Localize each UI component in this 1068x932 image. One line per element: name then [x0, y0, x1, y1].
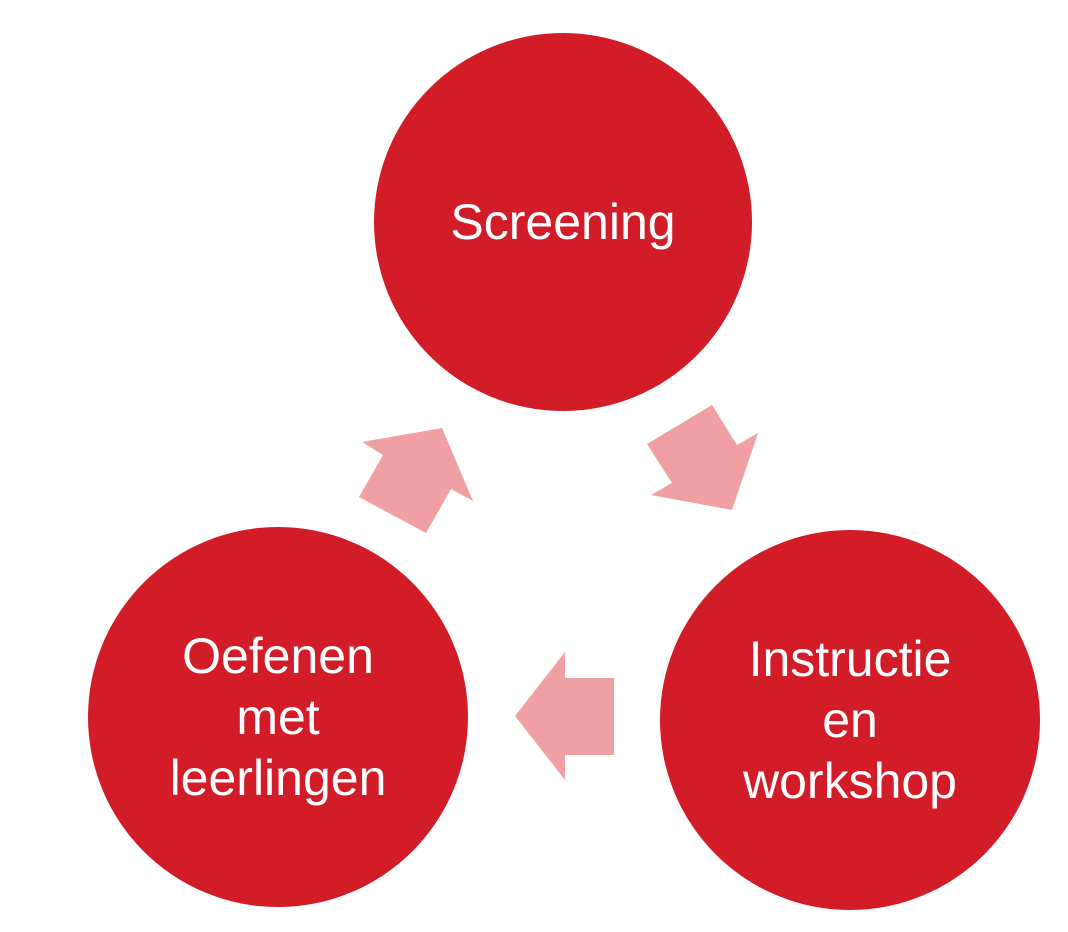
- node-oefenen-line-2: met: [236, 688, 320, 745]
- node-screening-line-1: Screening: [450, 193, 676, 250]
- node-oefenen-line-3: leerlingen: [169, 749, 387, 806]
- arrow-oefenen-to-screening: [359, 428, 473, 533]
- arrow-instructie-to-oefenen: [515, 652, 614, 780]
- node-oefenen-met-leerlingen: Oefenen met leerlingen: [88, 527, 468, 907]
- node-instructie-text: Instructie en workshop: [743, 629, 957, 812]
- node-oefenen-text: Oefenen met leerlingen: [170, 626, 387, 809]
- node-instructie-line-3: workshop: [743, 752, 957, 809]
- node-oefenen-line-1: Oefenen: [182, 627, 374, 684]
- arrow-screening-to-instructie: [647, 405, 758, 510]
- node-screening-text: Screening: [450, 192, 675, 253]
- node-instructie-line-2: en: [822, 691, 878, 748]
- node-instructie-line-1: Instructie: [748, 630, 952, 687]
- node-instructie-en-workshop: Instructie en workshop: [660, 530, 1040, 910]
- node-screening: Screening: [374, 33, 752, 411]
